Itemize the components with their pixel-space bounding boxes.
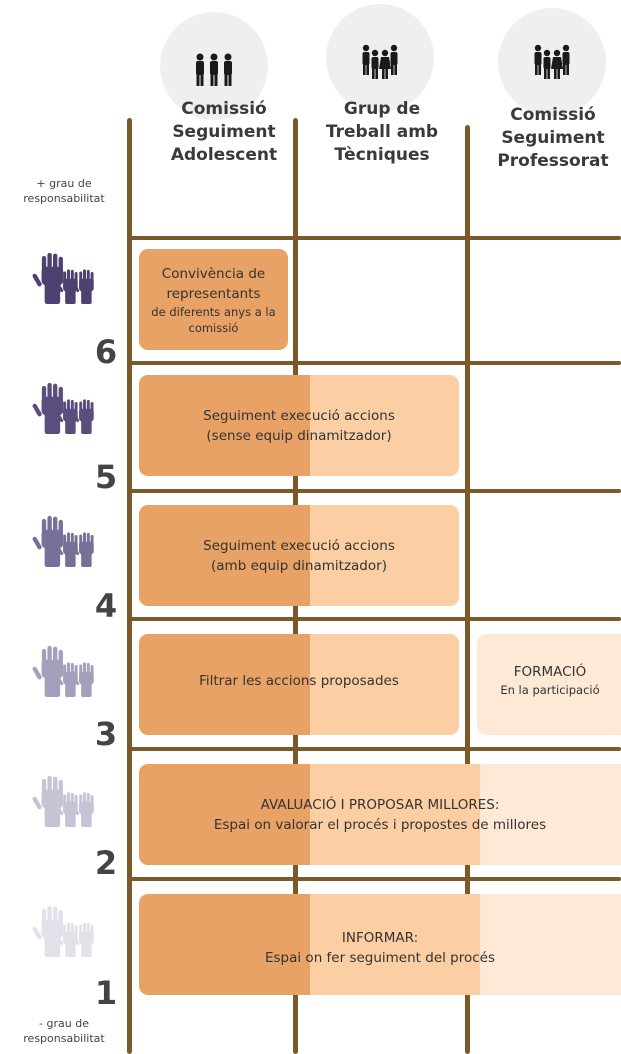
level-3-box: Filtrar les accions proposades [139,634,459,735]
raised-hands-icon [32,515,94,567]
level-4-text: (amb equip dinamitzador) [211,557,387,574]
column-1-title-line: Seguiment [172,122,276,142]
column-2-title: Grup de Treball amb Tècniques [302,98,462,167]
column-2-title-line: Treball amb [325,122,439,142]
column-2-title-line: Tècniques [334,145,430,165]
group-four-people-icon [362,44,398,79]
level-5-box: Seguiment execució accions (sense equip … [139,375,459,476]
column-1-title-line: Adolescent [170,145,278,165]
row-divider-line [127,617,621,621]
column-divider-line [127,118,132,1054]
level-1-text: INFORMAR: [341,930,419,946]
column-divider-line [465,125,470,1054]
level-6-text: representants [166,285,261,302]
responsibility-bottom-line: responsabilitat [23,1032,105,1045]
level-5-text: (sense equip dinamitzador) [206,427,392,444]
level-6-box: Convivència de representants de diferent… [139,249,288,350]
row-divider-line [127,489,621,493]
group-four-people-icon [534,44,570,79]
column-3-title-line: Comissió [510,105,596,125]
column-2-header-circle [326,4,434,112]
level-3-training-title: FORMACIÓ [513,664,587,680]
level-6-text: Convivència de [161,265,266,282]
level-number: 3 [94,715,118,753]
level-1-box: INFORMAR: Espai on fer seguiment del pro… [139,894,621,995]
raised-hands-icon [32,905,94,957]
column-1-title: Comissió Seguiment Adolescent [144,98,304,167]
row-divider-line [127,361,621,365]
row-divider-line [127,877,621,881]
column-2-title-line: Grup de [343,99,421,119]
level-2-text: AVALUACIÓ I PROPOSAR MILLORES: [260,796,500,813]
level-6-subtext: de diferents anys a la [151,304,276,319]
column-3-title: Comissió Seguiment Professorat [473,104,621,173]
row-divider-line [127,747,621,751]
column-3-header-circle [498,8,606,116]
column-1-title-line: Comissió [181,99,267,119]
raised-hands-icon [32,382,94,434]
column-3-title-line: Seguiment [501,128,605,148]
level-3-text: Filtrar les accions proposades [199,673,399,689]
raised-hands-icon [32,645,94,697]
responsibility-top-label: + grau de responsabilitat [4,176,124,206]
level-number: 5 [94,458,118,496]
responsibility-top-line: responsabilitat [23,192,105,205]
level-number: 6 [94,333,118,371]
level-3-training-subtext: En la participació [500,683,600,697]
level-number: 4 [94,587,118,625]
level-number: 1 [94,974,118,1012]
level-2-text: Espai on valorar el procés i propostes d… [213,816,547,833]
level-4-text: Seguiment execució accions [203,537,395,554]
level-1-text: Espai on fer seguiment del procés [264,950,496,966]
responsibility-bottom-line: - grau de [39,1017,89,1030]
level-4-box: Seguiment execució accions (amb equip di… [139,505,459,606]
column-3-title-line: Professorat [497,151,609,171]
level-5-text: Seguiment execució accions [203,407,395,424]
level-2-box: AVALUACIÓ I PROPOSAR MILLORES: Espai on … [139,764,621,865]
raised-hands-icon [32,252,94,304]
level-number: 2 [94,844,118,882]
level-3-training-box: FORMACIÓ En la participació [477,634,621,735]
raised-hands-icon [32,775,94,827]
level-6-subtext: comissió [188,320,239,335]
responsibility-bottom-label: - grau de responsabilitat [4,1016,124,1046]
responsibility-top-line: + grau de [36,177,92,190]
row-divider-line [127,236,621,240]
group-three-people-icon [196,53,232,86]
